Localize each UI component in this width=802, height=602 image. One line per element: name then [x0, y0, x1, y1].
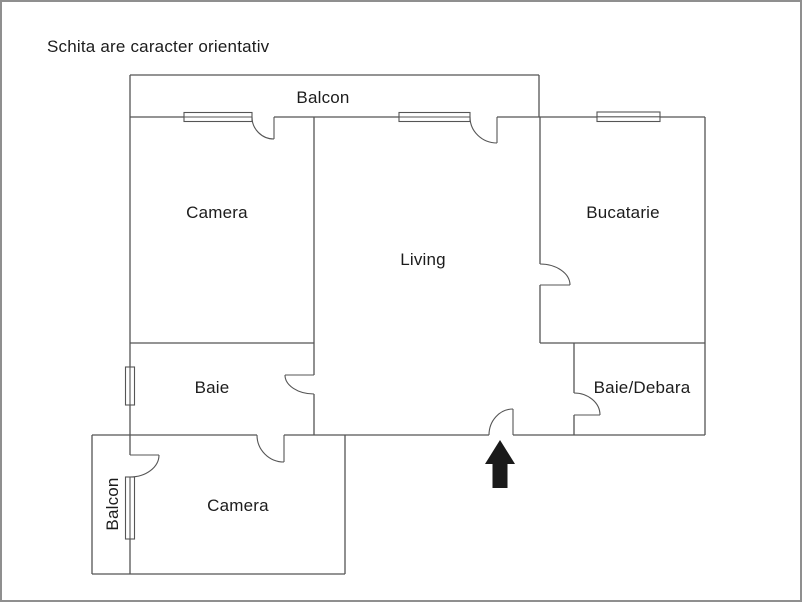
room-label-living: Living [400, 250, 446, 269]
window-camera-top [183, 111, 253, 123]
door-baie [284, 374, 315, 395]
door-swing-arc [488, 408, 514, 436]
door-entrance [488, 408, 514, 436]
door-swing-arc [256, 434, 285, 463]
room-label-balcon-top: Balcon [296, 88, 349, 107]
window-baie [124, 366, 136, 406]
window-living [398, 111, 471, 123]
door-baie-debara [573, 392, 601, 416]
door-swing-arc [573, 392, 601, 416]
door-swing-arc [284, 374, 315, 395]
door-swing-arc [469, 116, 498, 144]
room-label-camera-top: Camera [186, 203, 248, 222]
door-camera-top [251, 116, 275, 140]
room-label-baie: Baie [195, 378, 230, 397]
plan-title: Schita are caracter orientativ [47, 37, 270, 56]
door-bucatarie [539, 263, 571, 286]
room-label-bucatarie: Bucatarie [586, 203, 660, 222]
door-swing-arc [129, 454, 160, 478]
door-swing-arc [539, 263, 571, 286]
window-balcony-bottom [124, 476, 136, 540]
window-bucatarie [596, 111, 661, 123]
door-living [469, 116, 498, 144]
room-label-camera-bottom: Camera [207, 496, 269, 515]
door-camera-bottom-hall [256, 434, 285, 463]
windows-group [124, 111, 661, 540]
door-swing-arc [251, 116, 275, 140]
walls-group [91, 74, 706, 575]
entrance-arrow-icon [485, 440, 515, 488]
room-label-baie-debara: Baie/Debara [594, 378, 691, 397]
door-camera-bottom-balcony [129, 454, 160, 478]
room-label-balcon-bottom: Balcon [103, 477, 122, 530]
labels-group: Schita are caracter orientativ Balcon Ca… [47, 37, 691, 531]
doors-group [129, 116, 601, 478]
